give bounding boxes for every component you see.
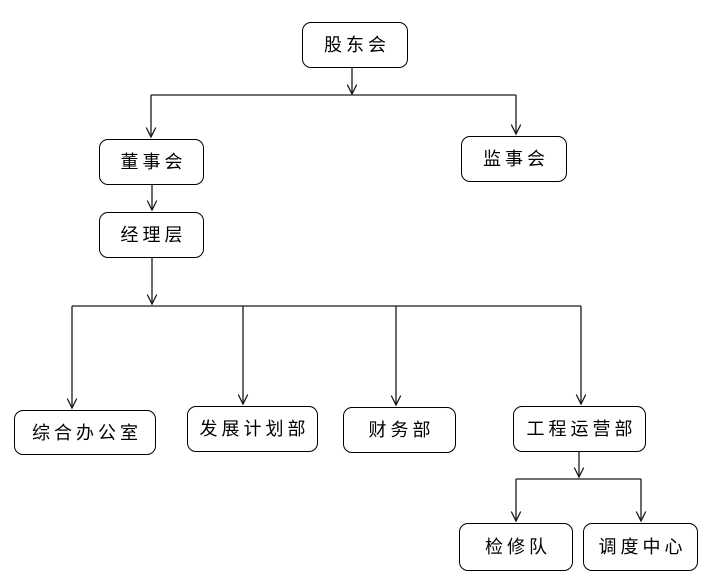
node-label: 工程运营部 <box>526 419 637 439</box>
node-label: 检修队 <box>485 537 551 557</box>
arrowhead-icon <box>575 394 587 406</box>
node-development-planning-dept: 发展计划部 <box>187 406 318 452</box>
arrowhead-icon <box>510 511 522 523</box>
node-finance-dept: 财务部 <box>343 407 456 453</box>
node-board-of-directors: 董事会 <box>99 139 204 185</box>
arrowhead-icon <box>390 395 402 407</box>
node-label: 经理层 <box>120 225 187 245</box>
node-dispatch-center: 调度中心 <box>583 523 698 571</box>
arrowhead-icon <box>510 124 522 136</box>
node-label: 调度中心 <box>598 537 687 557</box>
arrowhead-icon <box>346 84 358 96</box>
node-label: 监事会 <box>483 149 549 169</box>
arrowhead-icon <box>145 127 157 139</box>
node-supervisory-board: 监事会 <box>461 136 567 182</box>
node-label: 董事会 <box>120 152 187 172</box>
arrowhead-icon <box>66 398 78 410</box>
arrowhead-icon <box>573 467 585 479</box>
node-label: 综合办公室 <box>32 422 142 443</box>
node-general-office: 综合办公室 <box>14 410 156 455</box>
arrowhead-icon <box>146 294 158 306</box>
node-shareholders-meeting: 股东会 <box>302 22 408 68</box>
node-management-level: 经理层 <box>99 212 204 258</box>
node-label: 财务部 <box>368 420 435 440</box>
arrowhead-icon <box>635 511 647 523</box>
node-engineering-operations-dept: 工程运营部 <box>513 406 646 452</box>
node-label: 发展计划部 <box>199 419 310 439</box>
arrowhead-icon <box>146 200 158 212</box>
arrowhead-icon <box>237 394 249 406</box>
node-label: 股东会 <box>324 35 390 55</box>
node-maintenance-team: 检修队 <box>459 523 573 571</box>
